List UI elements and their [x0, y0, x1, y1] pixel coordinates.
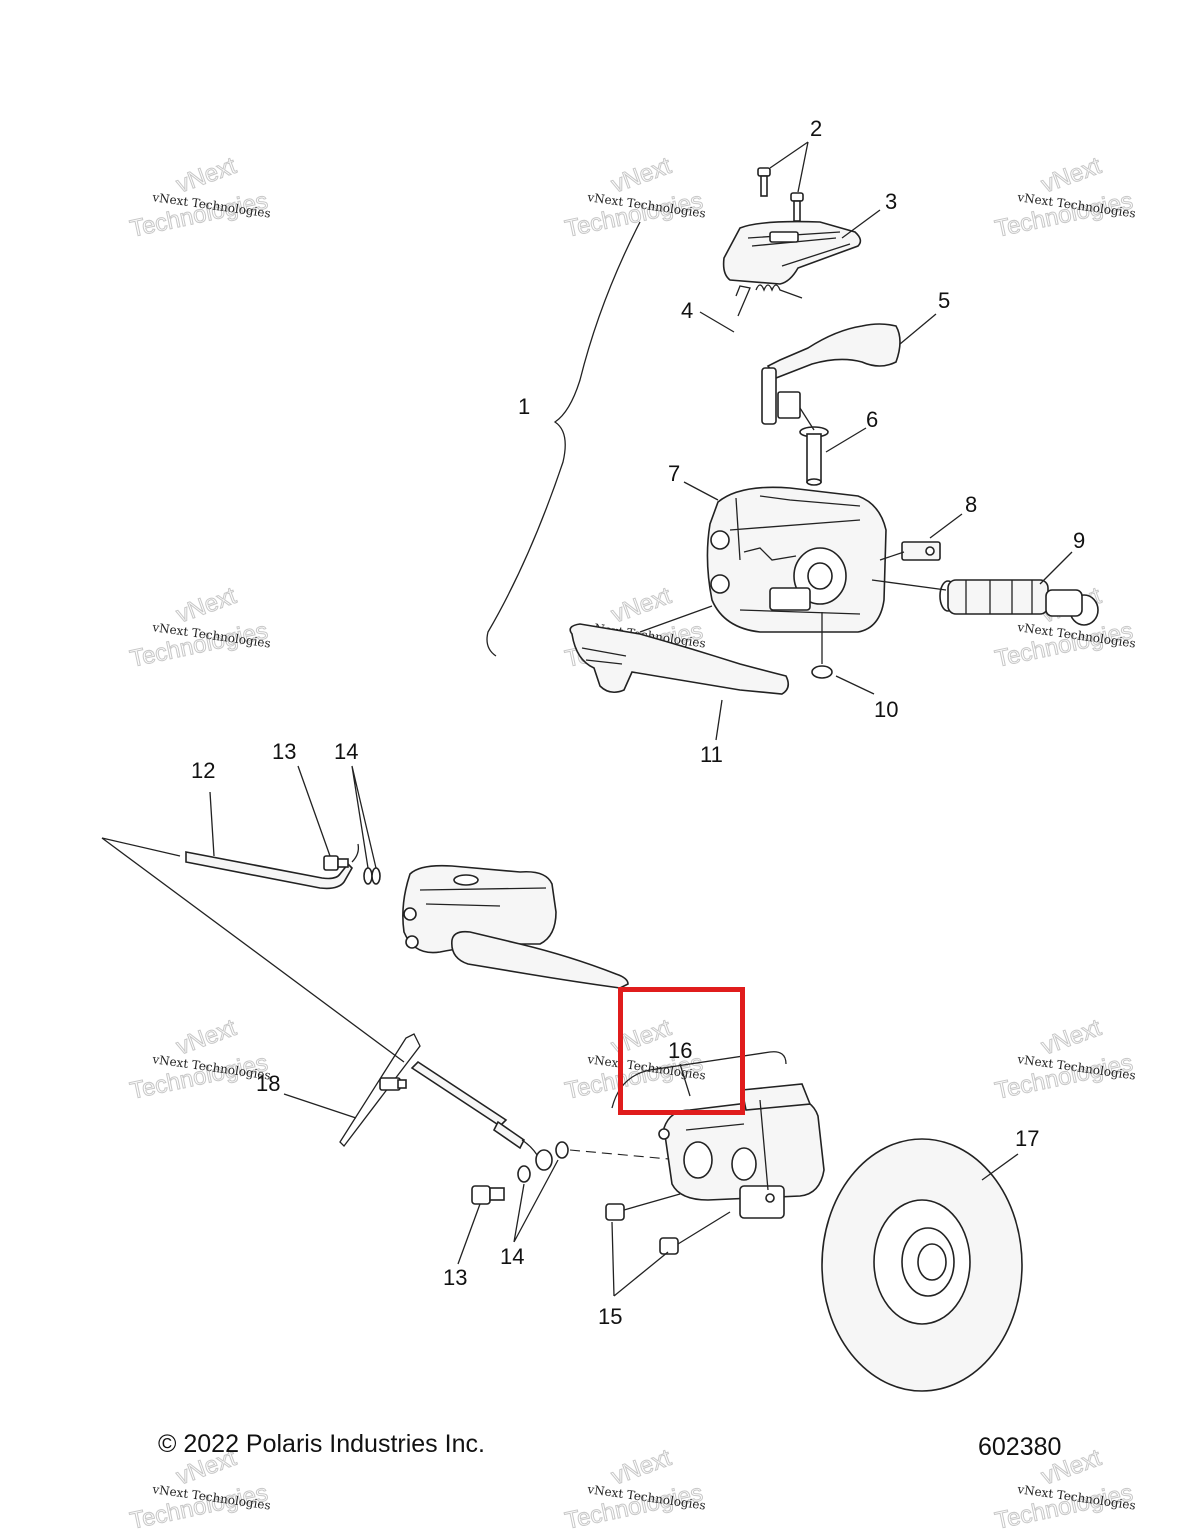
callout-3: 3: [885, 189, 897, 214]
callout-6: 6: [866, 407, 878, 432]
axis-line: [871, 579, 947, 591]
copyright-text: © 2022 Polaris Industries Inc.: [158, 1430, 485, 1458]
part-6-pin: [799, 426, 829, 486]
part-17-brake-rotor: [821, 1138, 1023, 1392]
callout-13: 13: [443, 1265, 467, 1290]
watermark: vNext Technologies vNext Technologies: [127, 1014, 271, 1106]
callout-14: 14: [334, 739, 358, 764]
svg-text:vNext: vNext: [608, 152, 675, 198]
leader-lines: [209, 141, 1073, 1297]
part-14-washer: [517, 1141, 569, 1183]
watermark: vNext Technologies vNext Technologies: [562, 152, 706, 244]
part-13-banjo-bolt: [471, 1185, 505, 1205]
callout-labels: 1 2 3 4 5 6 7 8 9 10 11 12 13 14 16 17 1…: [191, 116, 1085, 1329]
callout-16: 16: [668, 1038, 692, 1063]
callout-2: 2: [810, 116, 822, 141]
upper-assembly: [486, 167, 1099, 695]
callout-7: 7: [668, 461, 680, 486]
part-12-brake-line: [101, 837, 405, 1063]
svg-text:vNext: vNext: [1038, 152, 1105, 198]
part-7-master-cylinder-body: [706, 486, 887, 633]
svg-text:vNext: vNext: [608, 582, 675, 628]
callout-8: 8: [965, 492, 977, 517]
callout-1: 1: [518, 394, 530, 419]
callout-18: 18: [256, 1071, 280, 1096]
svg-text:vNext: vNext: [608, 1444, 675, 1490]
part-2-screw: [757, 167, 804, 222]
axis-line: [879, 551, 905, 561]
part-4-spring: [735, 284, 803, 317]
part-10-clip: [811, 665, 833, 679]
callout-12: 12: [191, 758, 215, 783]
svg-text:vNext: vNext: [173, 582, 240, 628]
callout-10: 10: [874, 697, 898, 722]
watermark: vNext Technologies vNext Technologies: [127, 152, 271, 244]
part-15-mounting-bolt: [605, 1193, 731, 1255]
callout-13: 13: [272, 739, 296, 764]
part-13-banjo-bolt: [323, 855, 349, 871]
watermark: vNext Technologies vNext Technologies: [992, 1014, 1136, 1106]
axis-line: [639, 605, 713, 633]
callout-11: 11: [700, 742, 723, 767]
caliper-hose: [410, 1060, 553, 1171]
part-8-brake-switch: [901, 541, 941, 561]
mid-assembly: [101, 837, 629, 1063]
watermark: vNext Technologies vNext Technologies: [127, 582, 271, 674]
highlight-box: [618, 987, 745, 1115]
axis-line: [799, 407, 815, 431]
callout-17: 17: [1015, 1126, 1039, 1151]
part-18-hose-clip: [339, 1033, 421, 1147]
drawing-number: 602380: [978, 1433, 1062, 1461]
hydraulic-axis: [569, 1149, 681, 1161]
part-3-reservoir-cover: [722, 220, 862, 285]
callout-15: 15: [598, 1304, 622, 1329]
callout-4: 4: [681, 298, 693, 323]
assembly-bracket: [486, 221, 641, 657]
assembled-master-cylinder: [402, 864, 629, 989]
svg-text:vNext: vNext: [173, 1014, 240, 1060]
callout-14: 14: [500, 1244, 524, 1269]
callout-5: 5: [938, 288, 950, 313]
watermark: vNext Technologies vNext Technologies: [992, 152, 1136, 244]
svg-text:vNext: vNext: [1038, 1014, 1105, 1060]
part-16-caliper: [658, 1083, 825, 1219]
part-11-brake-lever: [569, 623, 790, 695]
part-14-washer: [363, 867, 381, 885]
svg-text:vNext: vNext: [173, 152, 240, 198]
lower-assembly: [339, 1033, 1023, 1392]
part-9-piston: [939, 579, 1099, 626]
part-5-parking-lever: [761, 323, 901, 425]
callout-9: 9: [1073, 528, 1085, 553]
watermark: vNext Technologies vNext Technologies: [562, 1444, 706, 1535]
